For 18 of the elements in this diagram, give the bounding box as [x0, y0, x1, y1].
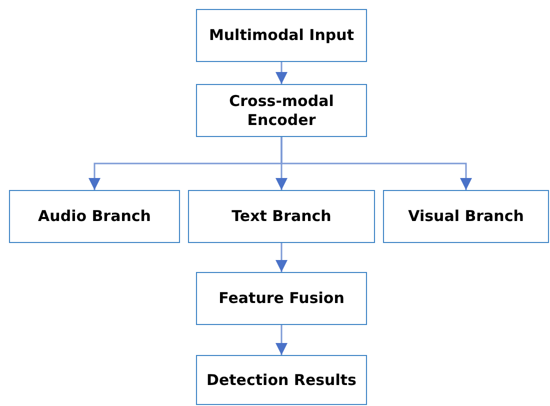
arrow	[276, 243, 288, 272]
process-box	[196, 84, 367, 137]
process-box	[196, 355, 367, 405]
process-box	[196, 9, 367, 62]
box-label: Feature Fusion	[218, 289, 346, 308]
arrow	[276, 325, 288, 355]
box-label: Visual Branch	[407, 207, 525, 226]
arrow	[280, 137, 472, 190]
box-label: Cross-modal Encoder	[228, 92, 335, 130]
process-box	[383, 190, 549, 243]
box-label: Audio Branch	[37, 207, 152, 226]
box-label: Detection Results	[206, 370, 358, 390]
process-box	[196, 272, 367, 325]
process-box	[9, 190, 180, 243]
arrow	[276, 62, 288, 84]
box-label: Text Branch	[230, 207, 332, 226]
process-box	[188, 190, 375, 243]
box-label: Multimodal Input	[208, 26, 356, 45]
